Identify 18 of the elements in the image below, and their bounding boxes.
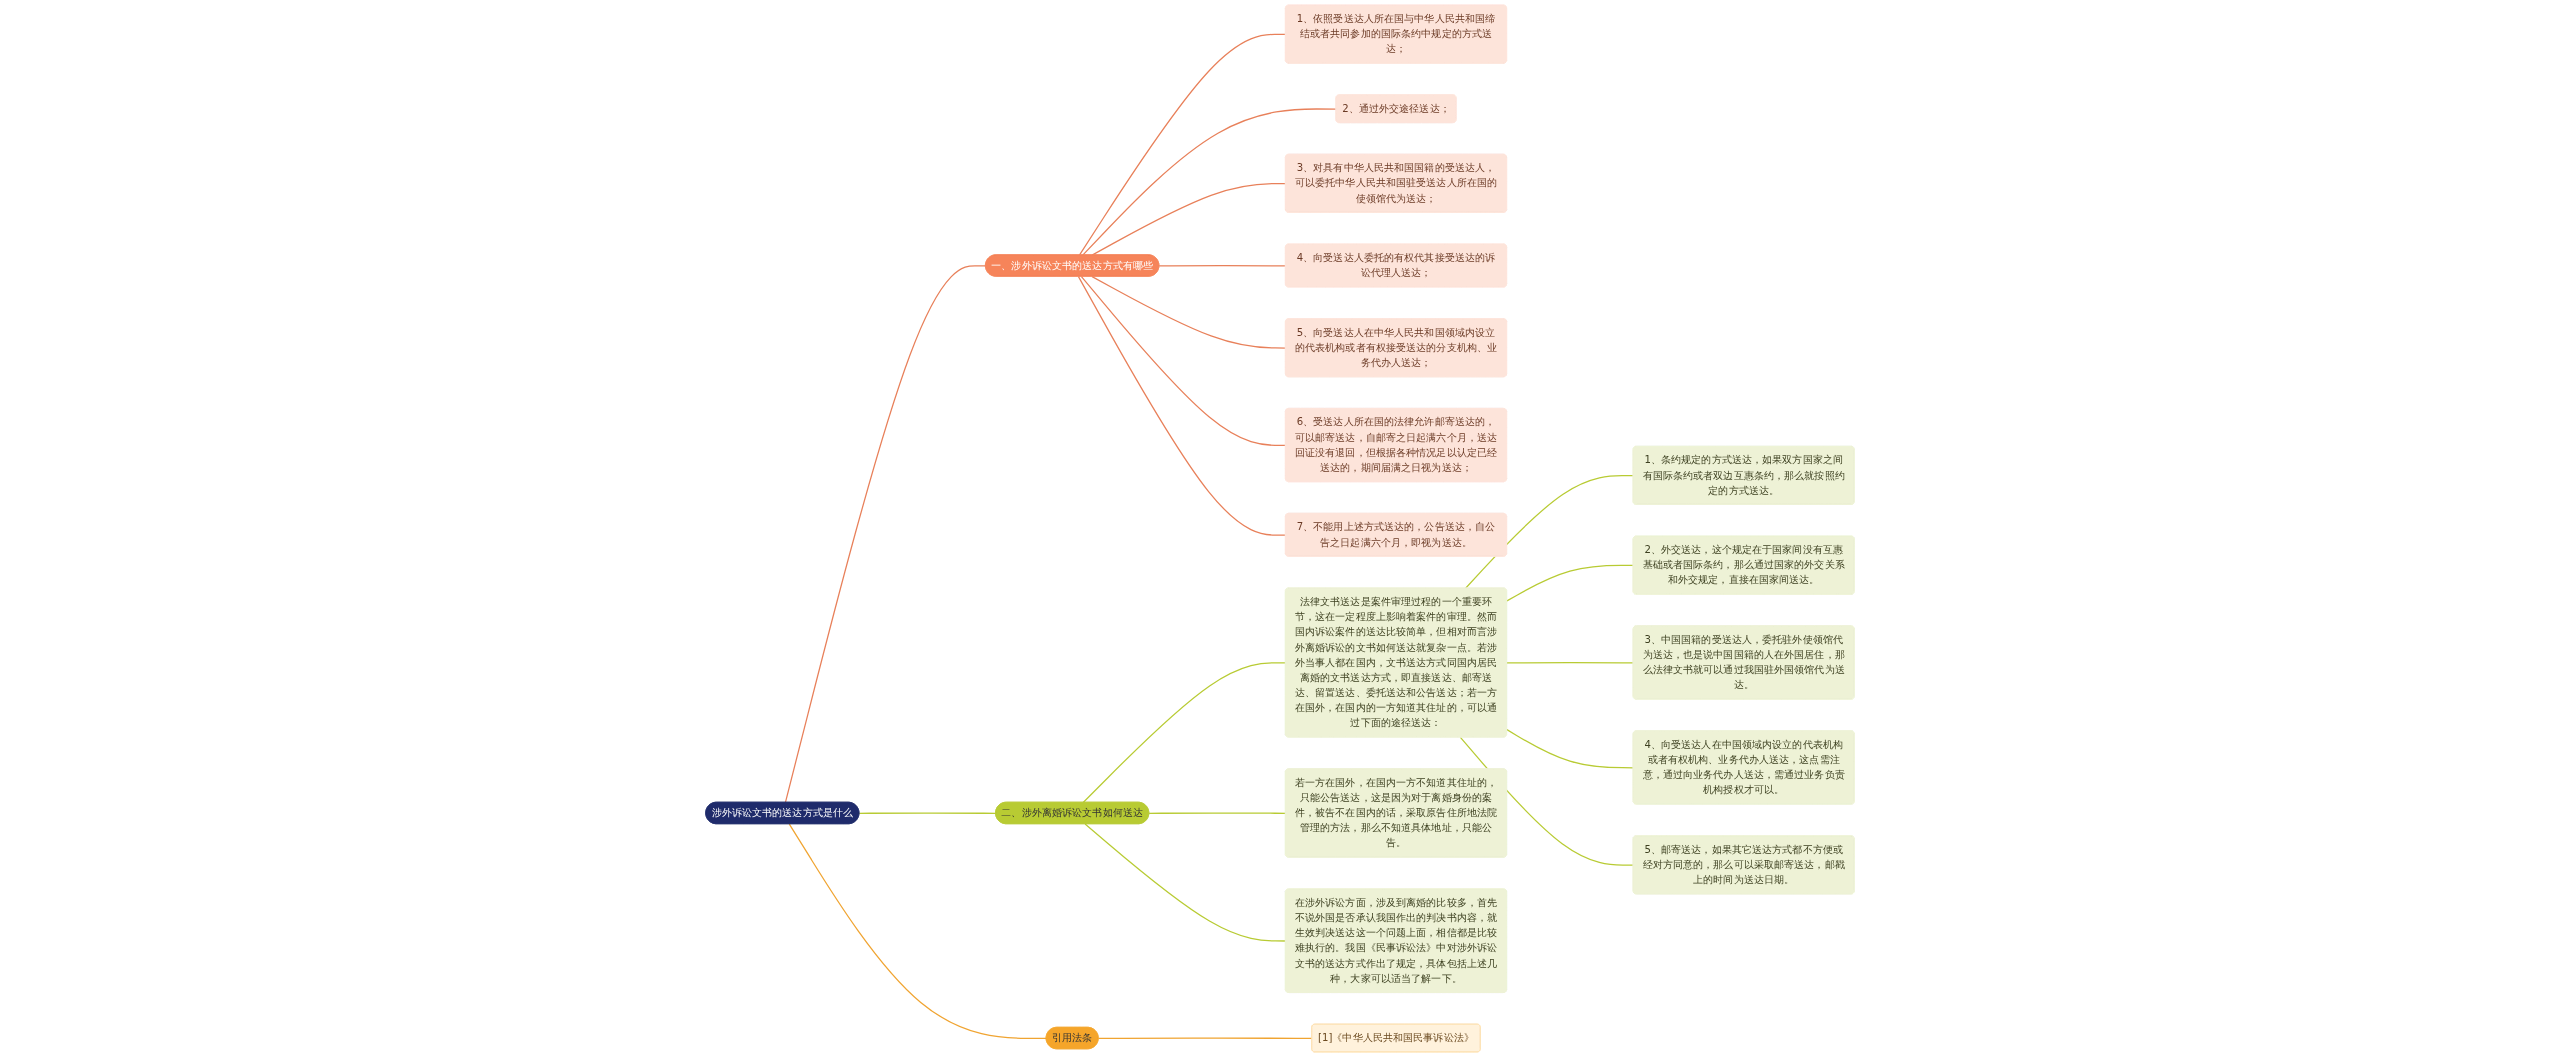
connector	[1148, 812, 1287, 814]
connector	[1077, 275, 1287, 536]
connector	[1506, 729, 1634, 769]
connector	[788, 823, 1048, 1039]
connector	[1158, 265, 1287, 267]
connector	[1097, 1037, 1313, 1039]
connector	[1082, 108, 1337, 256]
connector	[1082, 662, 1287, 804]
connector	[1080, 275, 1287, 446]
connector	[1078, 33, 1287, 256]
connector	[1091, 182, 1287, 256]
connector	[1506, 564, 1634, 602]
connector	[1464, 475, 1634, 589]
connector	[1091, 275, 1287, 349]
connector	[858, 812, 997, 814]
connector	[784, 265, 987, 804]
connector	[1084, 823, 1287, 942]
connector	[1506, 662, 1634, 664]
